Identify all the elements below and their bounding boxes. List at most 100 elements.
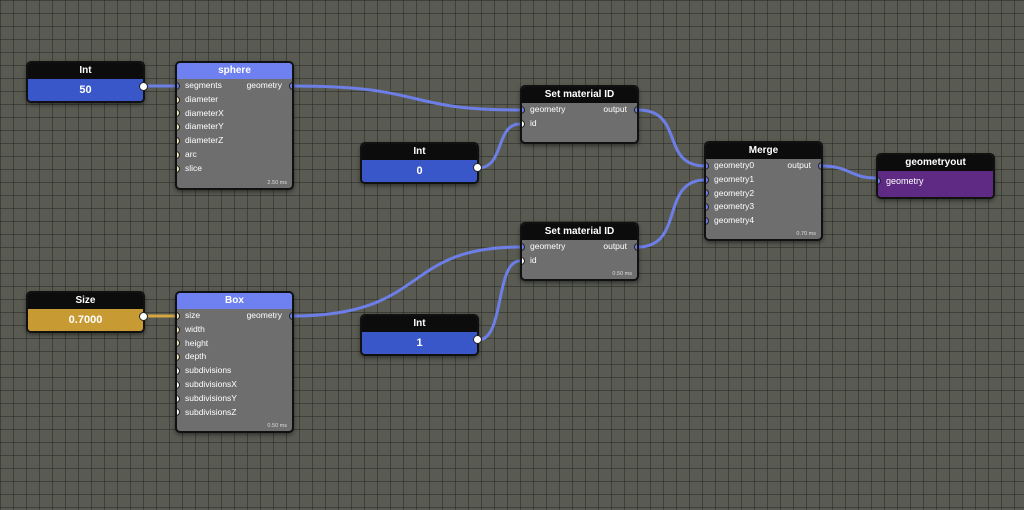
- port-label: subdivisionsY: [185, 392, 237, 403]
- height-input-port[interactable]: [177, 339, 180, 348]
- node-title: Box: [177, 293, 292, 309]
- port-label: size: [185, 310, 201, 320]
- port-row: diameterZ: [177, 134, 292, 148]
- port-label: output: [603, 104, 627, 114]
- geometry0-input-port[interactable]: [706, 161, 709, 170]
- subdivisionsy-input-port[interactable]: [177, 394, 180, 403]
- size-output-port[interactable]: [139, 312, 148, 321]
- port-row: subdivisionsZ: [177, 406, 292, 420]
- id-input-port[interactable]: [522, 256, 525, 265]
- arc-input-port[interactable]: [177, 150, 180, 159]
- node-title: Merge: [706, 143, 821, 159]
- port-label: geometry: [886, 176, 924, 186]
- size-input-port[interactable]: [177, 311, 180, 320]
- port-row: diameterY: [177, 120, 292, 134]
- port-label: geometry0: [714, 160, 755, 170]
- port-label: output: [787, 160, 811, 170]
- set-material-id-node[interactable]: Set material ID geometry output id: [520, 85, 639, 144]
- port-label: segments: [185, 80, 222, 90]
- int-value-field[interactable]: 50: [28, 79, 143, 101]
- diametery-input-port[interactable]: [177, 123, 180, 132]
- port-label: diameterY: [185, 121, 224, 132]
- output-port[interactable]: [634, 242, 637, 251]
- geometry1-input-port[interactable]: [706, 175, 709, 184]
- port-label: subdivisionsZ: [185, 406, 237, 417]
- port-row: size geometry: [177, 309, 292, 323]
- int-node-0[interactable]: Int 0: [360, 142, 479, 184]
- port-row: slice: [177, 162, 292, 176]
- wire-merge-to-geometryout: [821, 164, 877, 180]
- geometry-output-port[interactable]: [289, 311, 292, 320]
- port-row: geometry output: [522, 103, 637, 117]
- geometry4-input-port[interactable]: [706, 217, 709, 226]
- wire-box-to-setmat-b: [291, 245, 521, 318]
- node-title: Set material ID: [522, 87, 637, 103]
- subdivisionsx-input-port[interactable]: [177, 380, 180, 389]
- set-material-id-node-2[interactable]: Set material ID geometry output id 0.50 …: [520, 222, 639, 281]
- geometry-input-port[interactable]: [878, 177, 881, 185]
- node-title: Int: [28, 63, 143, 79]
- wire-int0-to-setmat-a-id: [477, 122, 521, 170]
- int-50-output-port[interactable]: [139, 82, 148, 91]
- int-0-output-port[interactable]: [473, 163, 482, 172]
- int-value-field[interactable]: 1: [362, 332, 477, 354]
- box-node[interactable]: Box size geometry width height depth sub…: [175, 291, 294, 433]
- port-label: geometry3: [714, 201, 755, 212]
- port-label: height: [185, 337, 209, 348]
- geometry-input-port[interactable]: [522, 105, 525, 114]
- node-title: Int: [362, 144, 477, 160]
- wire-int1-to-setmat-b-id: [477, 259, 521, 342]
- subdivisionsz-input-port[interactable]: [177, 408, 180, 417]
- port-label: output: [603, 241, 627, 251]
- port-label: geometry1: [714, 173, 755, 184]
- port-row: diameter: [177, 93, 292, 107]
- node-title: Int: [362, 316, 477, 332]
- port-label: id: [530, 254, 537, 265]
- port-label: subdivisions: [185, 365, 232, 376]
- depth-input-port[interactable]: [177, 353, 180, 362]
- int-1-output-port[interactable]: [473, 335, 482, 344]
- wire-setmat-a-to-merge-g0: [637, 108, 706, 168]
- int-node-1[interactable]: Int 1: [360, 314, 479, 356]
- port-label: geometry: [530, 241, 566, 251]
- port-row: id: [522, 117, 637, 131]
- timing-label: 0.50 ms: [267, 423, 287, 429]
- port-row: geometry4: [706, 214, 821, 228]
- subdivisions-input-port[interactable]: [177, 367, 180, 376]
- int-value-field[interactable]: 0: [362, 160, 477, 182]
- port-row: diameterX: [177, 107, 292, 121]
- diameter-input-port[interactable]: [177, 95, 180, 104]
- output-port[interactable]: [634, 105, 637, 114]
- port-label: width: [185, 323, 205, 334]
- int-node-50[interactable]: Int 50: [26, 61, 145, 103]
- port-row: subdivisionsX: [177, 378, 292, 392]
- port-label: diameter: [185, 93, 219, 104]
- size-node[interactable]: Size 0.7000: [26, 291, 145, 333]
- geometry2-input-port[interactable]: [706, 189, 709, 198]
- width-input-port[interactable]: [177, 325, 180, 334]
- port-row: id: [522, 254, 637, 268]
- port-label: diameterZ: [185, 135, 224, 146]
- output-port[interactable]: [818, 161, 821, 170]
- geometry-output-port[interactable]: [289, 81, 292, 90]
- timing-label: 2.50 ms: [267, 180, 287, 186]
- merge-node[interactable]: Merge geometry0 output geometry1 geometr…: [704, 141, 823, 241]
- port-label: geometry2: [714, 187, 755, 198]
- diameterx-input-port[interactable]: [177, 109, 180, 118]
- geometry-input-port[interactable]: [522, 242, 525, 251]
- geometry3-input-port[interactable]: [706, 203, 709, 212]
- port-label: subdivisionsX: [185, 378, 237, 389]
- diameterz-input-port[interactable]: [177, 137, 180, 146]
- segments-input-port[interactable]: [177, 81, 180, 90]
- port-label: depth: [185, 351, 207, 362]
- geometryout-node[interactable]: geometryout geometry: [876, 153, 995, 199]
- port-row: subdivisions: [177, 364, 292, 378]
- port-row: geometry3: [706, 200, 821, 214]
- sphere-node[interactable]: sphere segments geometry diameter diamet…: [175, 61, 294, 190]
- port-label: arc: [185, 148, 197, 159]
- id-input-port[interactable]: [522, 119, 525, 128]
- port-row: width: [177, 323, 292, 337]
- slice-input-port[interactable]: [177, 164, 180, 173]
- port-label: diameterX: [185, 107, 224, 118]
- float-value-field[interactable]: 0.7000: [28, 309, 143, 331]
